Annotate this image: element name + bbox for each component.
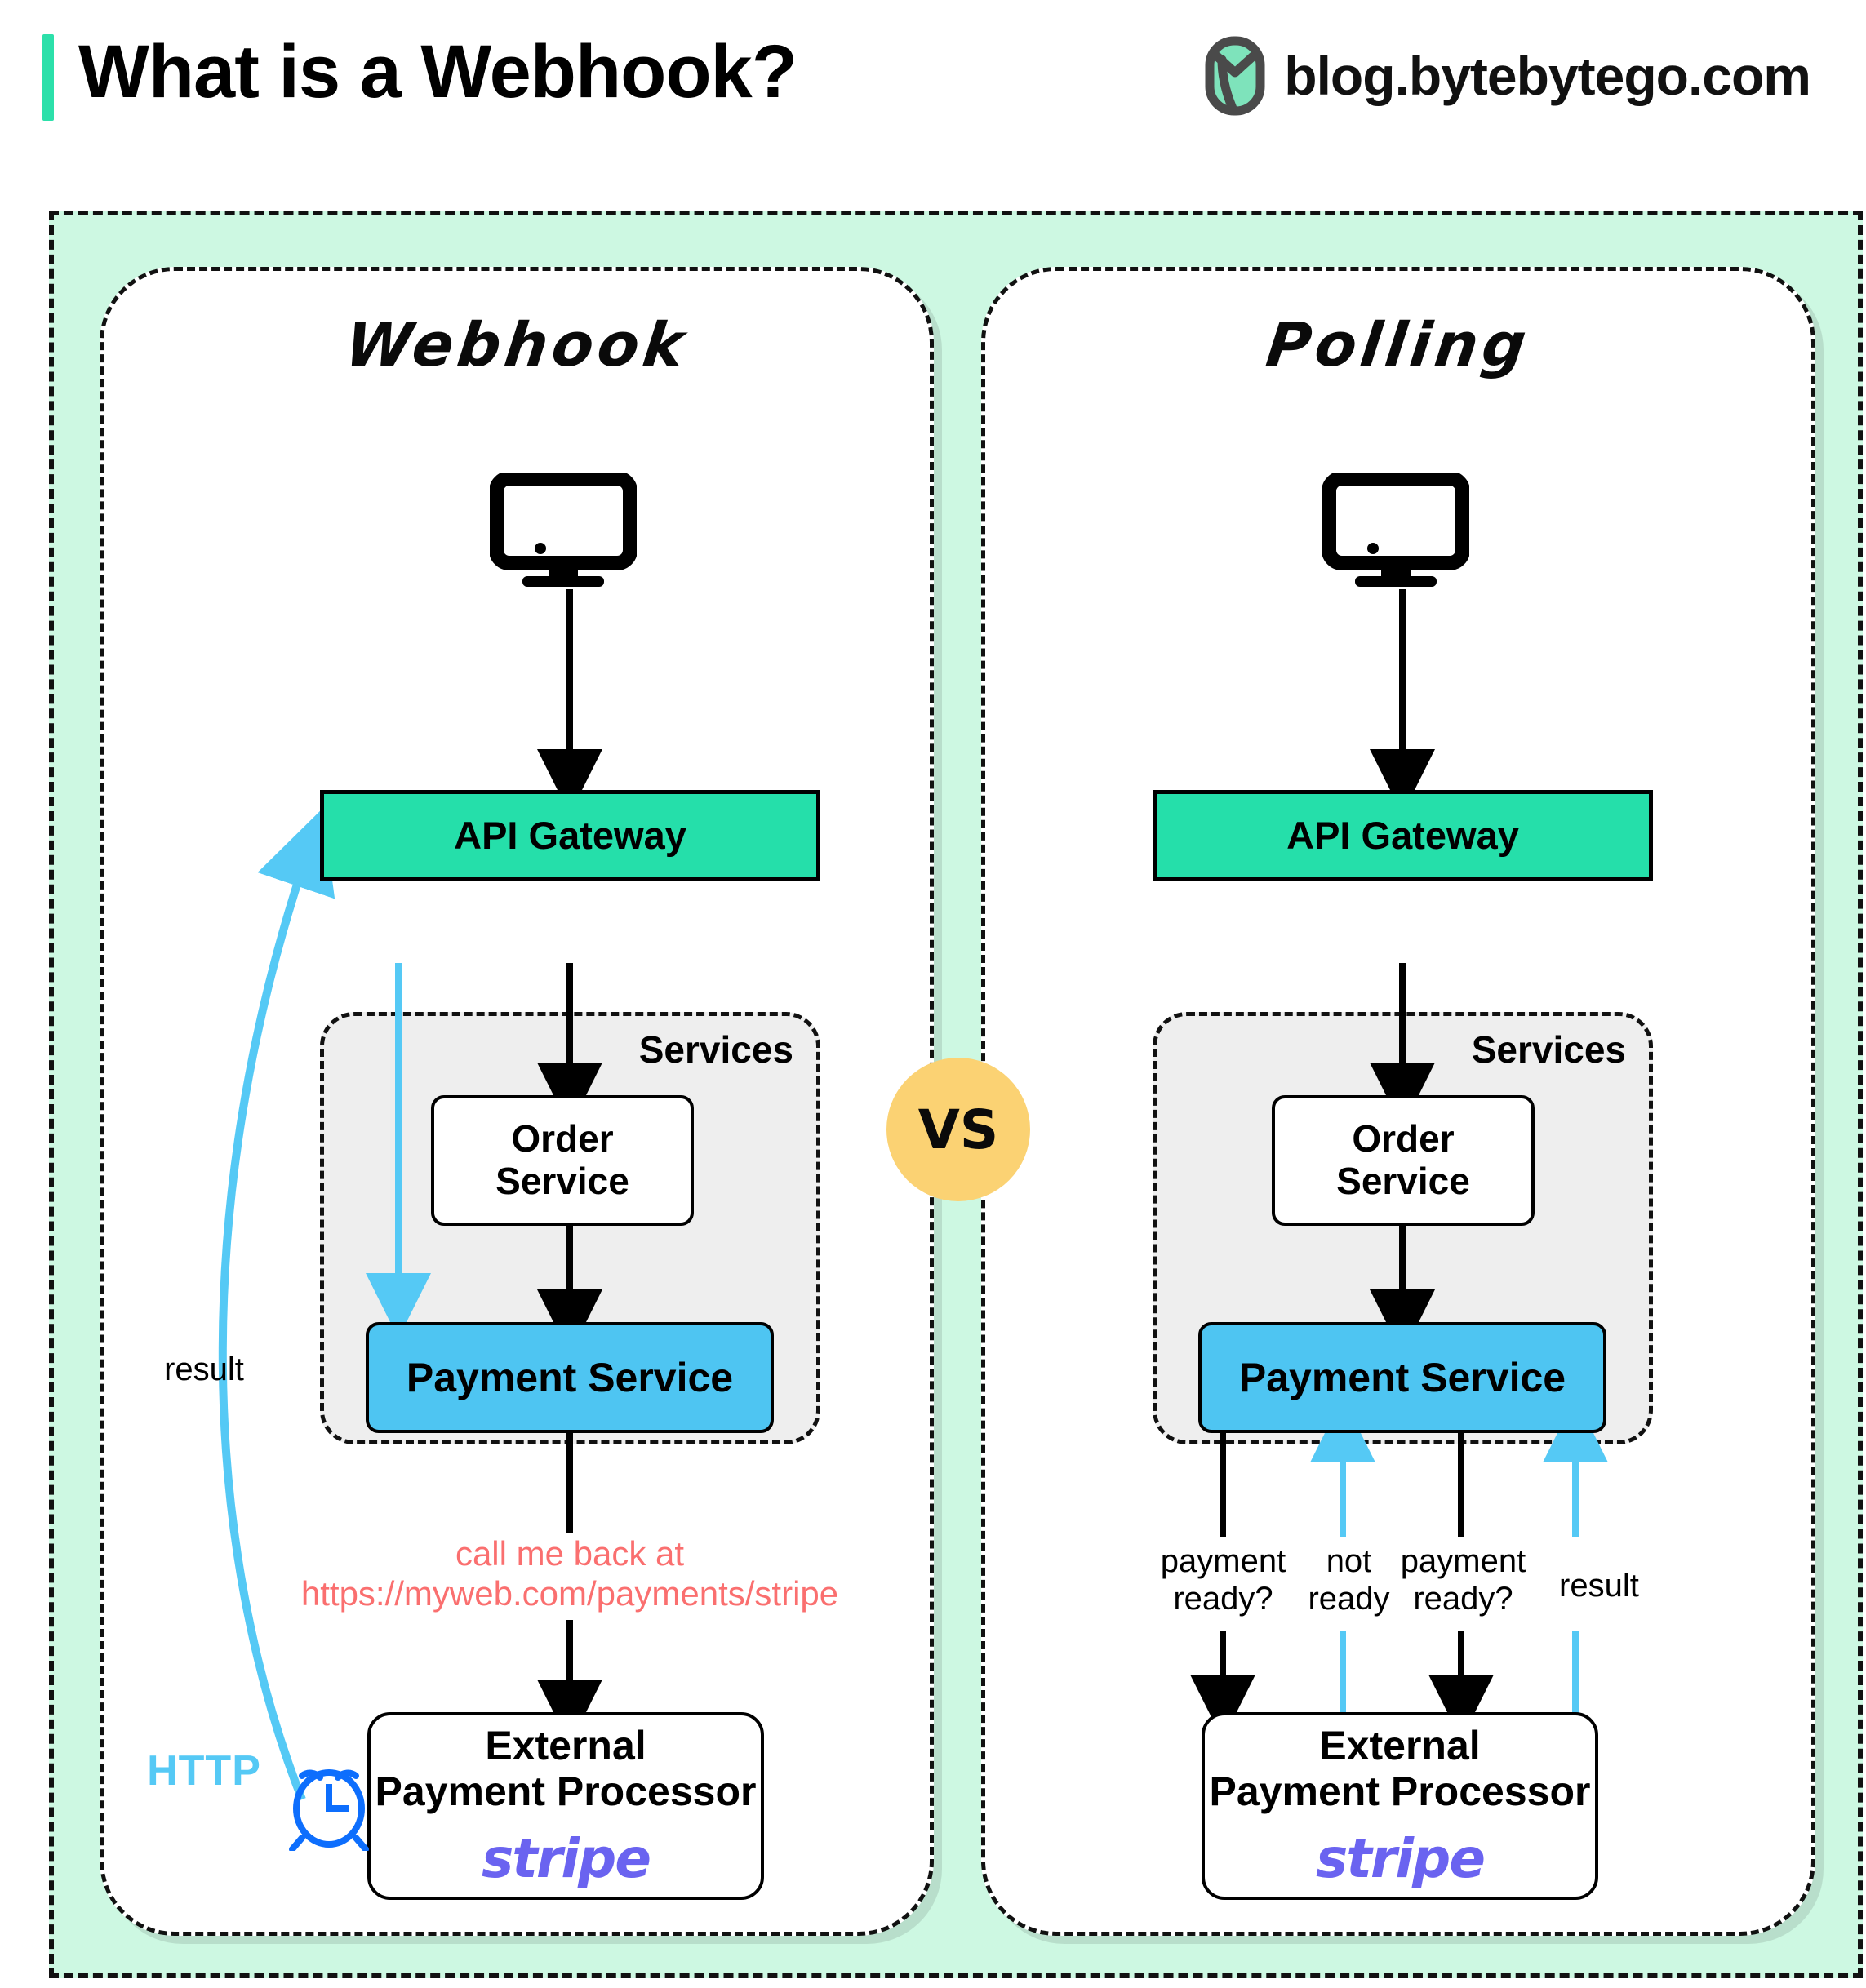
label-poll-not-ready: not ready [1290, 1542, 1408, 1618]
label-not-ready-line-2: ready [1308, 1581, 1390, 1617]
order-service-box[interactable]: Order Service [431, 1095, 694, 1226]
desktop-monitor-icon [1322, 473, 1469, 587]
external-payment-processor-box[interactable]: External Payment Processor stripe [1202, 1712, 1598, 1900]
title-accent-bar [42, 34, 54, 121]
order-service-label-2: Service [1336, 1160, 1470, 1202]
label-poll-1: payment ready? [1140, 1542, 1307, 1618]
label-http-webhook: HTTP [147, 1747, 261, 1795]
payment-service-label: Payment Service [1238, 1355, 1566, 1400]
brand-block: blog.bytebytego.com [1204, 31, 1811, 121]
external-label-2: Payment Processor [1209, 1768, 1591, 1815]
payment-service-box[interactable]: Payment Service [1198, 1322, 1606, 1433]
vs-badge-label: VS [917, 1098, 999, 1161]
payment-service-box[interactable]: Payment Service [366, 1322, 774, 1433]
label-poll-2: payment ready? [1380, 1542, 1547, 1618]
order-service-label-2: Service [495, 1160, 629, 1202]
label-callback-webhook: call me back at https://myweb.com/paymen… [269, 1534, 870, 1613]
panel-webhook-title: Webhook [341, 310, 692, 380]
label-poll-1-line-1: payment [1160, 1543, 1286, 1579]
label-poll-result: result [1559, 1568, 1639, 1604]
brand-text: blog.bytebytego.com [1284, 46, 1811, 106]
label-poll-2-line-1: payment [1400, 1543, 1526, 1579]
label-result-webhook: result [164, 1351, 244, 1387]
api-gateway-box[interactable]: API Gateway [1153, 790, 1653, 881]
vs-badge: VS [886, 1058, 1030, 1201]
external-label-1: External [485, 1723, 646, 1769]
bytebytego-logo-icon [1205, 36, 1265, 116]
order-service-box[interactable]: Order Service [1272, 1095, 1535, 1226]
label-callback-line-2: https://myweb.com/payments/stripe [300, 1573, 839, 1613]
api-gateway-label: API Gateway [454, 813, 686, 857]
services-group-label: Services [638, 1028, 793, 1071]
alarm-clock-icon [289, 1769, 369, 1851]
panel-polling-title: Polling [1262, 310, 1535, 380]
page-header: What is a Webhook? blog.bytebytego.com [0, 0, 1866, 211]
page-title: What is a Webhook? [78, 30, 797, 113]
label-not-ready-line-1: not [1326, 1543, 1372, 1579]
label-poll-1-line-2: ready? [1173, 1581, 1273, 1617]
api-gateway-label: API Gateway [1286, 813, 1519, 857]
label-callback-line-1: call me back at [455, 1534, 685, 1573]
external-label-2: Payment Processor [375, 1768, 757, 1815]
order-service-label-1: Order [1352, 1117, 1455, 1160]
stripe-wordmark: stripe [1315, 1827, 1486, 1891]
order-service-label-1: Order [511, 1117, 614, 1160]
services-group-label: Services [1471, 1028, 1626, 1071]
external-payment-processor-box[interactable]: External Payment Processor stripe [367, 1712, 764, 1900]
external-label-1: External [1319, 1723, 1481, 1769]
api-gateway-box[interactable]: API Gateway [320, 790, 820, 881]
payment-service-label: Payment Service [406, 1355, 734, 1400]
stripe-wordmark: stripe [481, 1827, 651, 1891]
desktop-monitor-icon [490, 473, 637, 587]
label-poll-2-line-2: ready? [1413, 1581, 1513, 1617]
